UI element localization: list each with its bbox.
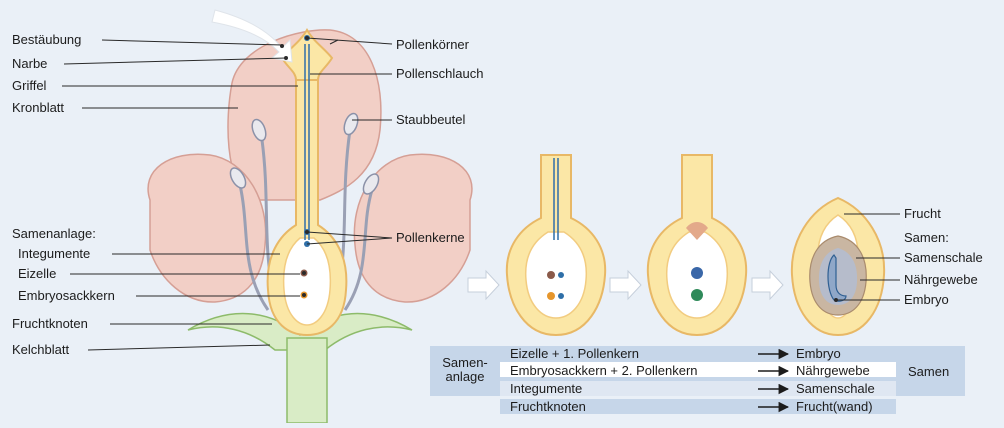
table-row-1-to: Embryo [796,346,841,361]
table-row-2-to: Nährgewebe [796,363,870,378]
label-eizelle: Eizelle [18,266,56,281]
label-staubbeutel: Staubbeutel [396,112,466,127]
label-samenanlage: Samenanlage: [12,226,96,241]
label-samen: Samen: [904,230,949,245]
stage-arrows [467,269,784,301]
label-pollenschlauch: Pollenschlauch [396,66,483,81]
table-row-3-to: Samenschale [796,381,875,396]
label-fruchtknoten: Fruchtknoten [12,316,88,331]
label-frucht: Frucht [904,206,941,221]
embryosack-cavity [282,237,332,326]
pollenschlauch-tube [304,44,310,240]
staubbeutel-anthers [229,112,380,195]
kelchblatt-sepals [187,312,413,351]
stage-2-zygote [646,154,748,337]
table-row-4-to: Frucht(wand) [796,399,873,414]
label-embryosackkern: Embryosackkern [18,288,115,303]
stage-arrow-1 [467,269,500,301]
leader-lines [62,37,900,351]
flower-stalk [286,337,328,424]
table-row-1-from: Eizelle + 1. Pollenkern [510,346,639,361]
label-bestaeubung: Bestäubung [12,32,81,47]
table-row-4-from: Fruchtknoten [510,399,586,414]
summary-table-arrows [758,348,790,413]
flower-illustration [147,9,473,424]
seed-label-group: Frucht Samen: Samenschale Nährgewebe Emb… [904,206,983,307]
label-kronblatt: Kronblatt [12,100,64,115]
leader-dots [280,36,838,302]
narbe-stigma [280,28,334,81]
flower-label-group: Bestäubung Narbe Griffel Kronblatt Samen… [12,32,483,357]
table-right-label: Samen [908,364,950,379]
stage-arrow-3 [751,269,784,301]
bestaeubung-arrow [211,9,293,63]
table-row-3-from: Integumente [510,381,583,396]
petal-right [353,153,473,303]
label-naehrgewebe: Nährgewebe [904,272,978,287]
label-griffel: Griffel [12,78,47,93]
label-pollenkoerner: Pollenkörner [396,37,470,52]
label-pollenkerne: Pollenkerne [396,230,465,245]
stage-3-seed [790,196,886,337]
label-kelchblatt: Kelchblatt [12,342,69,357]
label-narbe: Narbe [12,56,47,71]
label-embryo: Embryo [904,292,949,307]
summary-table-bg [430,346,965,414]
label-integumente: Integumente [18,246,90,261]
stage-1-fertilization [505,154,607,337]
table-row-2-from: Embryosackkern + 2. Pollenkern [510,363,698,378]
table-left-label: Samen- anlage [442,355,488,384]
label-samenschale: Samenschale [904,250,983,265]
stage-arrow-2 [609,269,642,301]
